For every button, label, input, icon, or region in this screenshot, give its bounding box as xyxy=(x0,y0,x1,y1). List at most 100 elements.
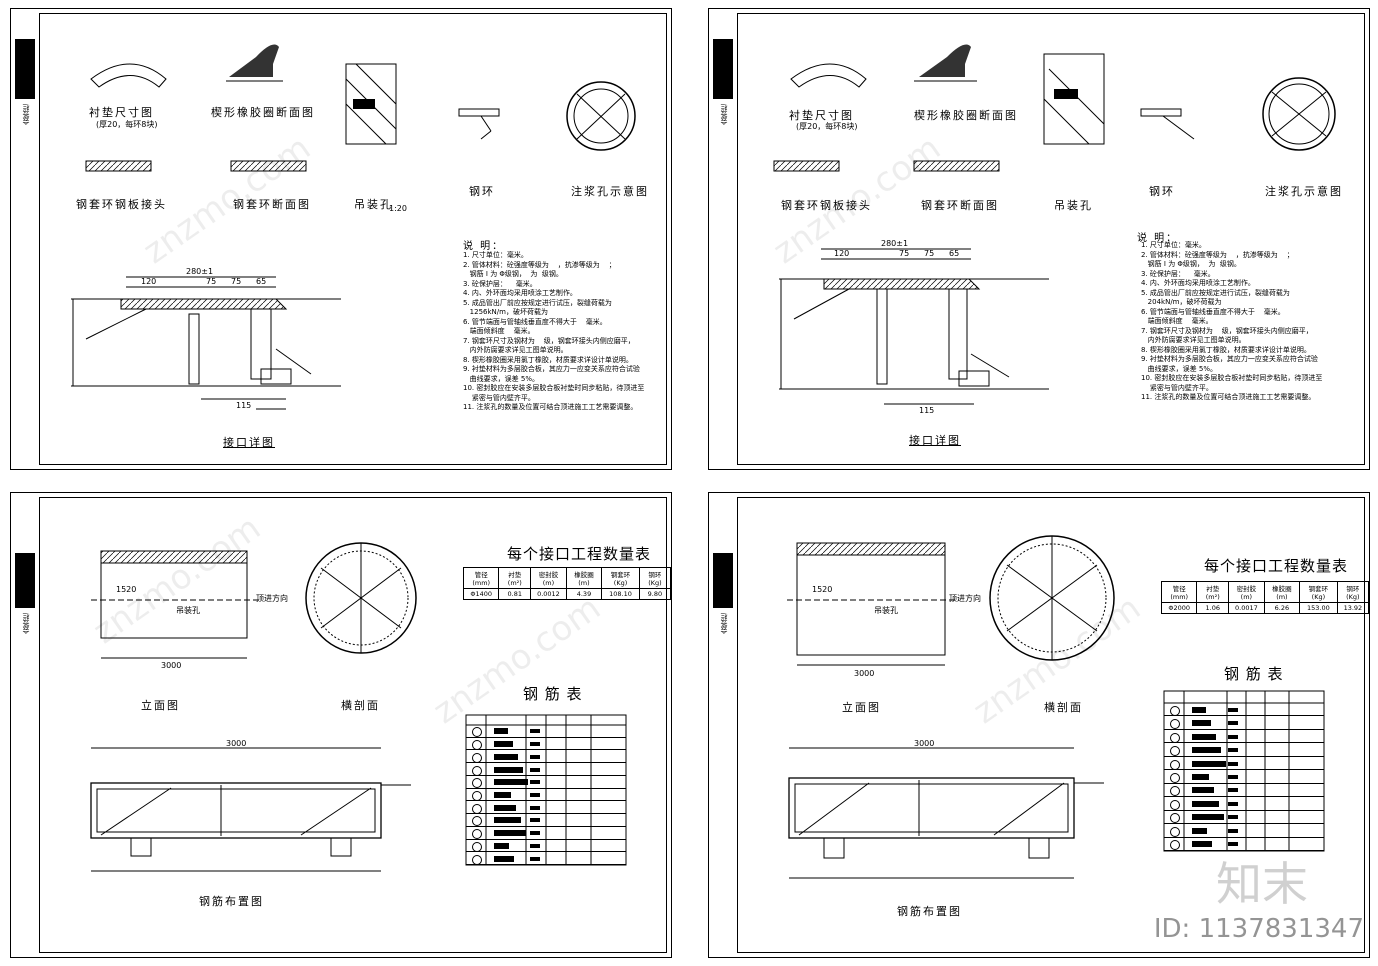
rebar-table-row xyxy=(466,852,626,865)
rebar-mark-icon xyxy=(472,778,482,789)
rebar-shape-block xyxy=(494,804,516,811)
rebar-mark-icon xyxy=(472,816,482,827)
drawing-sheet-3: 会签栏 3000 1520 xyxy=(10,492,672,958)
drawing-frame xyxy=(737,497,1365,953)
sheet4-linework xyxy=(787,535,1325,879)
dim-75b: 75 xyxy=(231,277,242,286)
qty-value-cell: 6.26 xyxy=(1263,602,1301,614)
qty-value-cell: Φ2000 xyxy=(1160,602,1198,614)
lift-hole-label: 吊装孔 xyxy=(874,606,898,615)
qty-header-cell: 钢环(Kg) xyxy=(638,567,672,589)
rebar-layout-label: 钢筋布置图 xyxy=(897,905,962,918)
lift-label: 吊装孔 xyxy=(1054,199,1093,212)
rebar-shape-block xyxy=(494,817,521,824)
drawing-sheet-2: 会签栏 衬垫尺寸图 (厚20，每环8块) 楔形橡胶圈断面图 xyxy=(708,8,1370,470)
lift-hole-label: 吊装孔 xyxy=(176,606,200,615)
rebar-shape-block xyxy=(494,830,526,837)
rebar-shape-block xyxy=(494,779,528,786)
notes-title: 说 明： xyxy=(463,241,505,252)
rebar-mark-icon xyxy=(472,765,482,776)
rebar-value-block xyxy=(1228,734,1238,739)
rebar-table-row xyxy=(466,814,626,827)
cushion-note: (厚20，每环8块) xyxy=(796,122,858,131)
rebar-value-block xyxy=(530,856,540,861)
design-notes: 1. 尺寸单位：毫米。 2. 管体材料：砼强度等级为 ，抗渗等级为 ； 钢筋 Ⅰ… xyxy=(1141,241,1323,401)
rebar-table-row xyxy=(466,725,626,738)
cushion-label: 衬垫尺寸图 xyxy=(789,109,854,122)
cushion-label: 衬垫尺寸图 xyxy=(89,106,154,119)
qty-value-cell: 0.0012 xyxy=(530,588,567,600)
dim-120: 120 xyxy=(834,249,850,258)
lift-label: 吊装孔 xyxy=(354,198,393,211)
rebar-table-row xyxy=(466,750,626,764)
rebar-table-row xyxy=(466,789,626,802)
rebar-shape-block xyxy=(494,766,523,773)
rebar-mark-icon xyxy=(472,727,482,738)
design-notes: 1. 尺寸单位：毫米。 2. 管体材料：砼强度等级为 ，抗渗等级为 ； 钢筋 Ⅰ… xyxy=(463,251,645,411)
rebar-mark-icon xyxy=(1170,840,1180,851)
qty-value-cell: 153.00 xyxy=(1299,602,1338,614)
rebar-table-rows xyxy=(466,725,626,865)
rebar-value-block xyxy=(530,780,540,785)
sheet3-linework xyxy=(90,542,627,872)
rebar-length: 3000 xyxy=(914,739,935,748)
rebar-mark-icon xyxy=(472,841,482,852)
qty-header-cell: 密封胶(m) xyxy=(530,567,567,589)
title-strip xyxy=(713,553,733,608)
rebar-table-row xyxy=(1164,784,1324,798)
qty-table-title: 每个接口工程数量表 xyxy=(1204,557,1349,575)
qty-header-cell: 钢环(Kg) xyxy=(1336,581,1370,603)
rebar-value-block xyxy=(1228,748,1238,753)
rebar-value-block xyxy=(530,792,540,797)
rebar-shape-block xyxy=(1192,733,1216,740)
rebar-value-block xyxy=(530,805,540,810)
qty-header-cell: 橡胶圈(m) xyxy=(565,567,603,589)
rebar-table-row xyxy=(466,840,626,853)
section-label: 横剖面 xyxy=(341,699,380,712)
rebar-table-row xyxy=(466,827,626,840)
rebar-table-row xyxy=(1164,811,1324,825)
grout-label: 注浆孔示意图 xyxy=(571,185,649,198)
rebar-table-row xyxy=(466,763,626,776)
rebar-value-block xyxy=(1228,721,1238,726)
qty-header-cell: 管径(mm) xyxy=(1160,581,1198,603)
rebar-shape-block xyxy=(494,791,511,798)
qty-value-cell: 0.0017 xyxy=(1228,602,1265,614)
rebar-value-block xyxy=(1228,801,1238,806)
grout-label: 注浆孔示意图 xyxy=(1265,185,1343,198)
dim-75a: 75 xyxy=(899,249,910,258)
qty-value-cell: 4.39 xyxy=(565,588,603,600)
rebar-value-block xyxy=(530,818,540,823)
rebar-shape-block xyxy=(494,842,509,849)
sheet2-linework xyxy=(773,44,1336,405)
rebar-mark-icon xyxy=(1170,826,1180,837)
steelring-section-label: 钢套环断面图 xyxy=(921,199,999,212)
title-strip xyxy=(15,39,35,99)
jacking-direction: 顶进方向 xyxy=(949,594,981,603)
rebar-table-row xyxy=(1164,743,1324,757)
qty-value-cell: 108.10 xyxy=(601,588,640,600)
dim-65: 65 xyxy=(949,249,960,258)
dim-120: 120 xyxy=(141,277,157,286)
rebar-value-block xyxy=(1228,842,1238,847)
qty-value-cell: 9.80 xyxy=(638,588,672,600)
rebar-shape-block xyxy=(494,741,513,748)
rebar-mark-icon xyxy=(1170,813,1180,824)
rebar-value-block xyxy=(1228,828,1238,833)
title-strip xyxy=(713,39,733,99)
rebar-table-row xyxy=(1164,797,1324,811)
rebar-shape-block xyxy=(1192,814,1224,821)
notes-title: 说 明： xyxy=(1137,233,1179,244)
rebar-value-block xyxy=(530,831,540,836)
rebar-table-row xyxy=(1164,838,1324,851)
dim-75b: 75 xyxy=(924,249,935,258)
rebar-table-row xyxy=(1164,716,1324,730)
rebar-mark-icon xyxy=(1170,799,1180,810)
dim-65: 65 xyxy=(256,277,267,286)
rebar-shape-block xyxy=(494,753,518,760)
drawing-sheet-4: 会签栏 3000 1520 吊装孔 顶进方向 立面图 xyxy=(708,492,1370,958)
rebar-shape-block xyxy=(1192,841,1212,848)
rebar-mark-icon xyxy=(472,854,482,865)
drawing-frame xyxy=(39,13,667,465)
rebar-table-rows xyxy=(1164,703,1324,851)
